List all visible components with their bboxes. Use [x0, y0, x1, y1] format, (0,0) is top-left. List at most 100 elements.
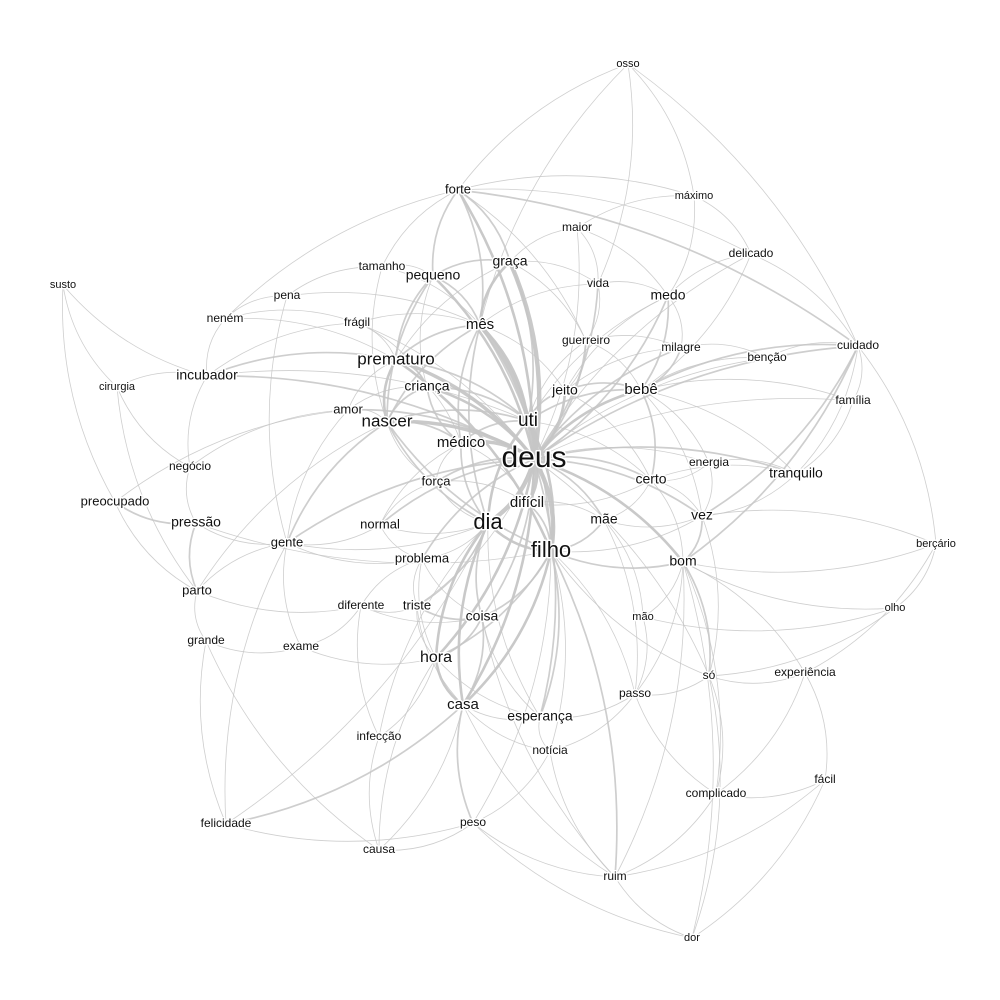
edge-incubador-fragil	[206, 322, 358, 377]
node-label-forte: forte	[445, 181, 471, 196]
edge-pena-tamanho	[286, 266, 383, 297]
edge-deus-esperanca	[533, 458, 557, 718]
edge-certo-mae	[603, 479, 652, 521]
edge-forte-nenem	[224, 189, 459, 320]
edge-nascer-parto	[196, 421, 388, 592]
edge-esperanca-noticia	[538, 716, 551, 752]
node-label-pressao: pressão	[171, 514, 221, 530]
edge-filho-peso	[472, 550, 552, 824]
edge-forte-cuidado	[457, 189, 859, 347]
edge-milagre-guerreiro	[585, 335, 682, 349]
node-label-medo: medo	[650, 287, 685, 303]
node-label-prematuro: prematuro	[357, 349, 434, 368]
node-label-nascer: nascer	[361, 411, 412, 430]
node-label-cuidado: cuidado	[837, 338, 879, 352]
edge-deus-forte	[456, 188, 536, 461]
node-label-parto: parto	[182, 582, 212, 597]
edge-crianca-amor	[347, 386, 428, 411]
node-label-mae: mãe	[590, 511, 617, 527]
edge-normal-problema	[379, 524, 423, 560]
edge-maior-vida	[576, 227, 599, 285]
edge-hora-infeccao	[378, 657, 437, 738]
node-label-osso: osso	[616, 58, 639, 70]
edge-deus-forca	[435, 457, 535, 483]
edge-bom-cuidado	[682, 345, 859, 563]
edge-deus-crianca	[425, 385, 536, 461]
node-label-bercario: berçário	[916, 538, 956, 550]
node-label-tranquilo: tranquilo	[769, 465, 823, 481]
edge-dia-uti	[486, 419, 530, 525]
edge-deus-problema	[421, 458, 535, 560]
edge-deus-vida	[533, 283, 599, 460]
edge-filho-dia	[486, 521, 553, 553]
edge-casa-felicidade	[225, 704, 464, 825]
node-label-uti: uti	[518, 410, 538, 431]
edge-triste-diferente	[360, 605, 418, 613]
edge-dificil-certo	[526, 479, 652, 506]
edge-filho-bom	[550, 550, 684, 569]
edge-experiencia-complicado	[715, 672, 806, 795]
node-label-pequeno: pequeno	[406, 267, 461, 283]
node-label-bebe: bebê	[624, 381, 657, 398]
edge-olho-so	[708, 607, 896, 677]
node-label-hora: hora	[420, 649, 452, 666]
node-label-olho: olho	[885, 602, 906, 614]
edge-nascer-tamanho	[371, 266, 388, 423]
node-label-normal: normal	[360, 516, 400, 531]
node-label-filho: filho	[531, 537, 571, 562]
edge-incubador-susto	[62, 284, 208, 377]
edge-noticia-ruim	[549, 750, 616, 878]
edge-tranquilo-energia	[708, 459, 797, 475]
edge-coisa-diferente	[360, 605, 483, 623]
node-label-graca: graça	[492, 253, 527, 269]
edge-hora-exame	[300, 646, 437, 665]
edge-graca-maior	[509, 227, 578, 263]
node-label-medico: médico	[437, 434, 485, 451]
edge-deus-hora	[434, 457, 536, 660]
edge-normal-forca	[379, 481, 437, 526]
edge-graca-pequeno	[432, 258, 511, 277]
edge-deus-normal	[379, 458, 535, 526]
edge-cuidado-familia	[852, 345, 863, 402]
node-label-forca: força	[422, 473, 452, 488]
edge-filho-dificil	[526, 502, 552, 552]
edge-nascer-forca	[386, 421, 437, 483]
edge-osso-forte	[457, 63, 629, 191]
edge-medico-crianca	[426, 386, 462, 444]
edge-bebe-tranquilo	[640, 389, 797, 475]
edge-incubador-negocio	[187, 375, 208, 468]
node-label-esperanca: esperança	[507, 708, 573, 724]
edge-forte-delicado	[457, 188, 752, 255]
edge-bebe-delicado	[640, 253, 752, 391]
edge-bebe-familia	[640, 378, 854, 402]
node-label-tamanho: tamanho	[359, 259, 406, 273]
edge-deus-bencao	[533, 357, 768, 460]
edge-filho-pressao	[195, 522, 552, 564]
edge-casa-esperanca	[462, 704, 541, 721]
node-label-mes: mês	[466, 316, 494, 333]
edge-dificil-mae	[526, 501, 605, 521]
node-label-incubador: incubador	[176, 367, 238, 383]
edge-deus-bom	[532, 457, 685, 564]
edge-filho-vez	[550, 515, 703, 553]
edge-mes-fragil	[356, 313, 481, 326]
edge-uti-guerreiro	[527, 340, 587, 422]
node-label-bom: bom	[669, 553, 696, 569]
edge-casa-noticia	[462, 704, 551, 752]
edge-mae-vez	[603, 515, 703, 528]
node-label-so: só	[703, 668, 716, 682]
edge-bercario-cuidado	[857, 345, 937, 545]
node-label-familia: família	[835, 393, 871, 407]
edge-maximo-medo	[667, 195, 695, 297]
edge-uti-mes	[478, 323, 530, 423]
edge-filho-casa	[461, 549, 553, 707]
edge-susto-cirurgia	[62, 284, 118, 388]
edge-deus-familia	[533, 398, 854, 460]
edge-certo-tranquilo	[650, 464, 797, 481]
edge-hora-problema	[418, 558, 437, 659]
node-label-passo: passo	[619, 686, 651, 700]
edge-exame-diferente	[300, 605, 362, 648]
node-label-dificil: difícil	[510, 494, 544, 511]
edge-filho-mes	[479, 324, 552, 552]
edge-maior-medo	[576, 227, 669, 297]
